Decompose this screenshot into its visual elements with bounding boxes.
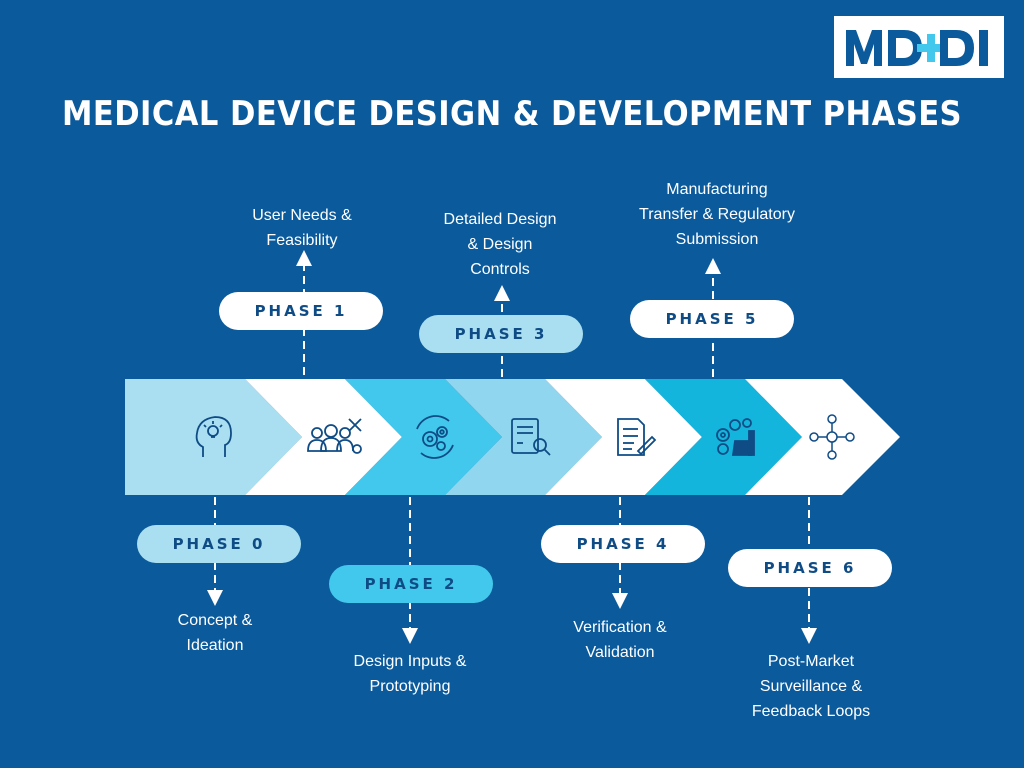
checklist-pen-icon	[617, 418, 657, 456]
segment-phase-4	[545, 379, 702, 495]
factory-gears-icon	[716, 418, 755, 456]
phase-4-description: Verification & Validation	[573, 619, 667, 661]
phase-4-pill: PHASE 4	[541, 525, 705, 563]
phase-1-description: User Needs & Feasibility	[252, 207, 352, 249]
md-di-logo	[834, 16, 1004, 78]
lightbulb-head-icon	[195, 416, 232, 457]
network-user-icon	[809, 414, 855, 460]
users-tools-icon	[307, 418, 362, 454]
phase-2-pill: PHASE 2	[329, 565, 493, 603]
segment-phase-1	[245, 379, 402, 495]
phase-5-pill: PHASE 5	[630, 300, 794, 338]
document-magnifier-icon	[511, 418, 551, 456]
phase-5-description: Manufacturing Transfer & Regulatory Subm…	[639, 181, 795, 248]
segment-phase-3	[445, 379, 602, 495]
phase-6-description: Post-Market Surveillance & Feedback Loop…	[751, 653, 871, 720]
phase-2-description: Design Inputs & Prototyping	[353, 653, 467, 695]
phase-0-description: Concept & Ideation	[177, 612, 253, 654]
gears-cycle-icon	[416, 415, 454, 459]
page-title: MEDICAL DEVICE DESIGN & DEVELOPMENT PHAS…	[61, 94, 963, 134]
phase-3-description: Detailed Design & Design Controls	[443, 211, 557, 278]
phase-1-pill: PHASE 1	[219, 292, 383, 330]
phase-3-pill: PHASE 3	[419, 315, 583, 353]
phase-6-pill: PHASE 6	[728, 549, 892, 587]
phase-0-pill: PHASE 0	[137, 525, 301, 563]
